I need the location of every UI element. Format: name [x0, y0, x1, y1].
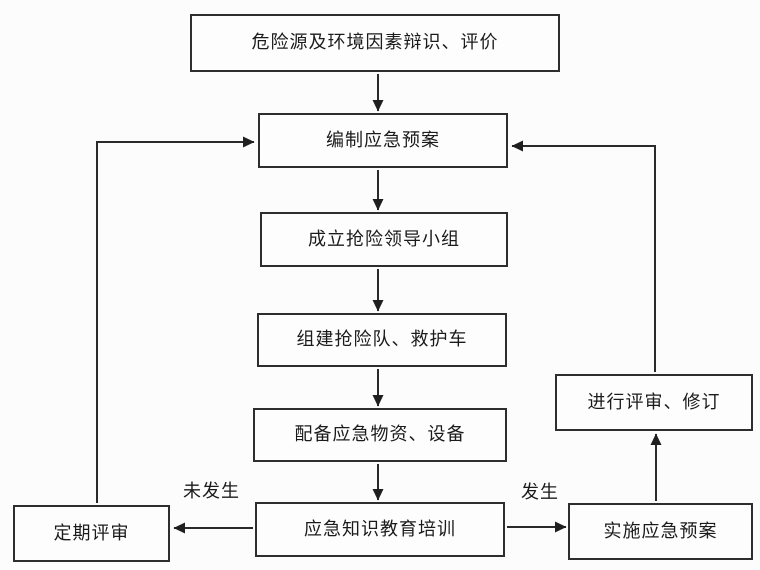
node-establish-leadership-group: 成立抢险领导小组 — [260, 212, 508, 267]
arrow-review-revise-to-compile — [511, 140, 656, 372]
node-implement-plan-label: 实施应急预案 — [603, 520, 718, 541]
node-hazard-identification: 危险源及环境因素辩识、评价 — [190, 14, 560, 72]
node-establish-leadership-group-label: 成立抢险领导小组 — [308, 228, 460, 249]
edge-label-not-occurred: 未发生 — [183, 481, 240, 501]
arrow-periodic-review-to-compile — [96, 136, 255, 503]
node-review-revise-label: 进行评审、修订 — [587, 391, 721, 412]
node-implement-plan: 实施应急预案 — [568, 503, 753, 560]
node-knowledge-training: 应急知识教育培训 — [255, 502, 505, 557]
node-compile-emergency-plan: 编制应急预案 — [258, 113, 508, 168]
node-equip-supplies: 配备应急物资、设备 — [253, 408, 507, 462]
node-form-rescue-team: 组建抢险队、救护车 — [257, 313, 507, 367]
node-knowledge-training-label: 应急知识教育培训 — [304, 518, 456, 539]
node-equip-supplies-label: 配备应急物资、设备 — [294, 424, 466, 445]
node-compile-emergency-plan-label: 编制应急预案 — [326, 129, 440, 150]
node-review-revise: 进行评审、修订 — [555, 374, 753, 431]
node-periodic-review-label: 定期评审 — [53, 522, 130, 543]
node-periodic-review: 定期评审 — [13, 505, 170, 562]
edge-label-occurred: 发生 — [521, 482, 559, 502]
node-form-rescue-team-label: 组建抢险队、救护车 — [296, 329, 468, 350]
node-hazard-identification-label: 危险源及环境因素辩识、评价 — [251, 32, 499, 53]
